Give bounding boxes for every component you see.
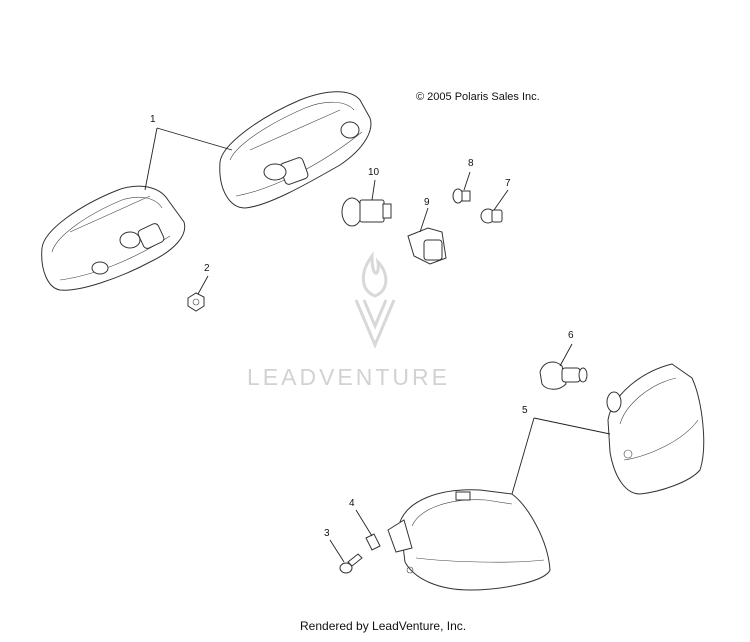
callout-4: 4 (349, 498, 355, 509)
leader-7 (493, 189, 509, 211)
bulb-8 (452, 188, 471, 204)
callout-6: 6 (568, 330, 574, 341)
socket-7 (480, 208, 503, 224)
tail-light-right (219, 91, 372, 209)
copyright-text: © 2005 Polaris Sales Inc. (416, 91, 540, 103)
leader-5a (533, 417, 611, 435)
leader-2 (197, 275, 209, 295)
headlight-lower (387, 489, 551, 591)
callout-7: 7 (505, 178, 511, 189)
headlight-bulb-6 (539, 361, 588, 390)
callout-3: 3 (324, 528, 330, 539)
leader-4 (355, 509, 373, 537)
leader-1b (144, 127, 158, 191)
watermark-text: LEADVENTURE (247, 364, 450, 390)
nut-part (187, 292, 205, 312)
leader-5b (511, 417, 535, 495)
footer-credit: Rendered by LeadVenture, Inc. (300, 619, 467, 633)
leader-9 (419, 207, 429, 233)
callout-2: 2 (204, 263, 210, 274)
tail-light-left (41, 185, 186, 291)
screw-3 (339, 553, 363, 574)
leader-8 (463, 171, 471, 191)
leader-6 (559, 343, 573, 367)
callout-5: 5 (522, 405, 528, 416)
clip-4 (365, 533, 381, 551)
leader-10 (371, 179, 376, 201)
leader-1a (156, 127, 233, 151)
headlight-upper (606, 363, 705, 495)
socket-9 (407, 227, 447, 265)
leader-3 (329, 539, 345, 563)
callout-1: 1 (150, 114, 156, 125)
callout-10: 10 (368, 167, 380, 178)
callout-8: 8 (468, 158, 474, 169)
callout-9: 9 (424, 197, 430, 208)
leadventure-logo-watermark (354, 251, 396, 349)
bulb-10 (341, 197, 392, 227)
